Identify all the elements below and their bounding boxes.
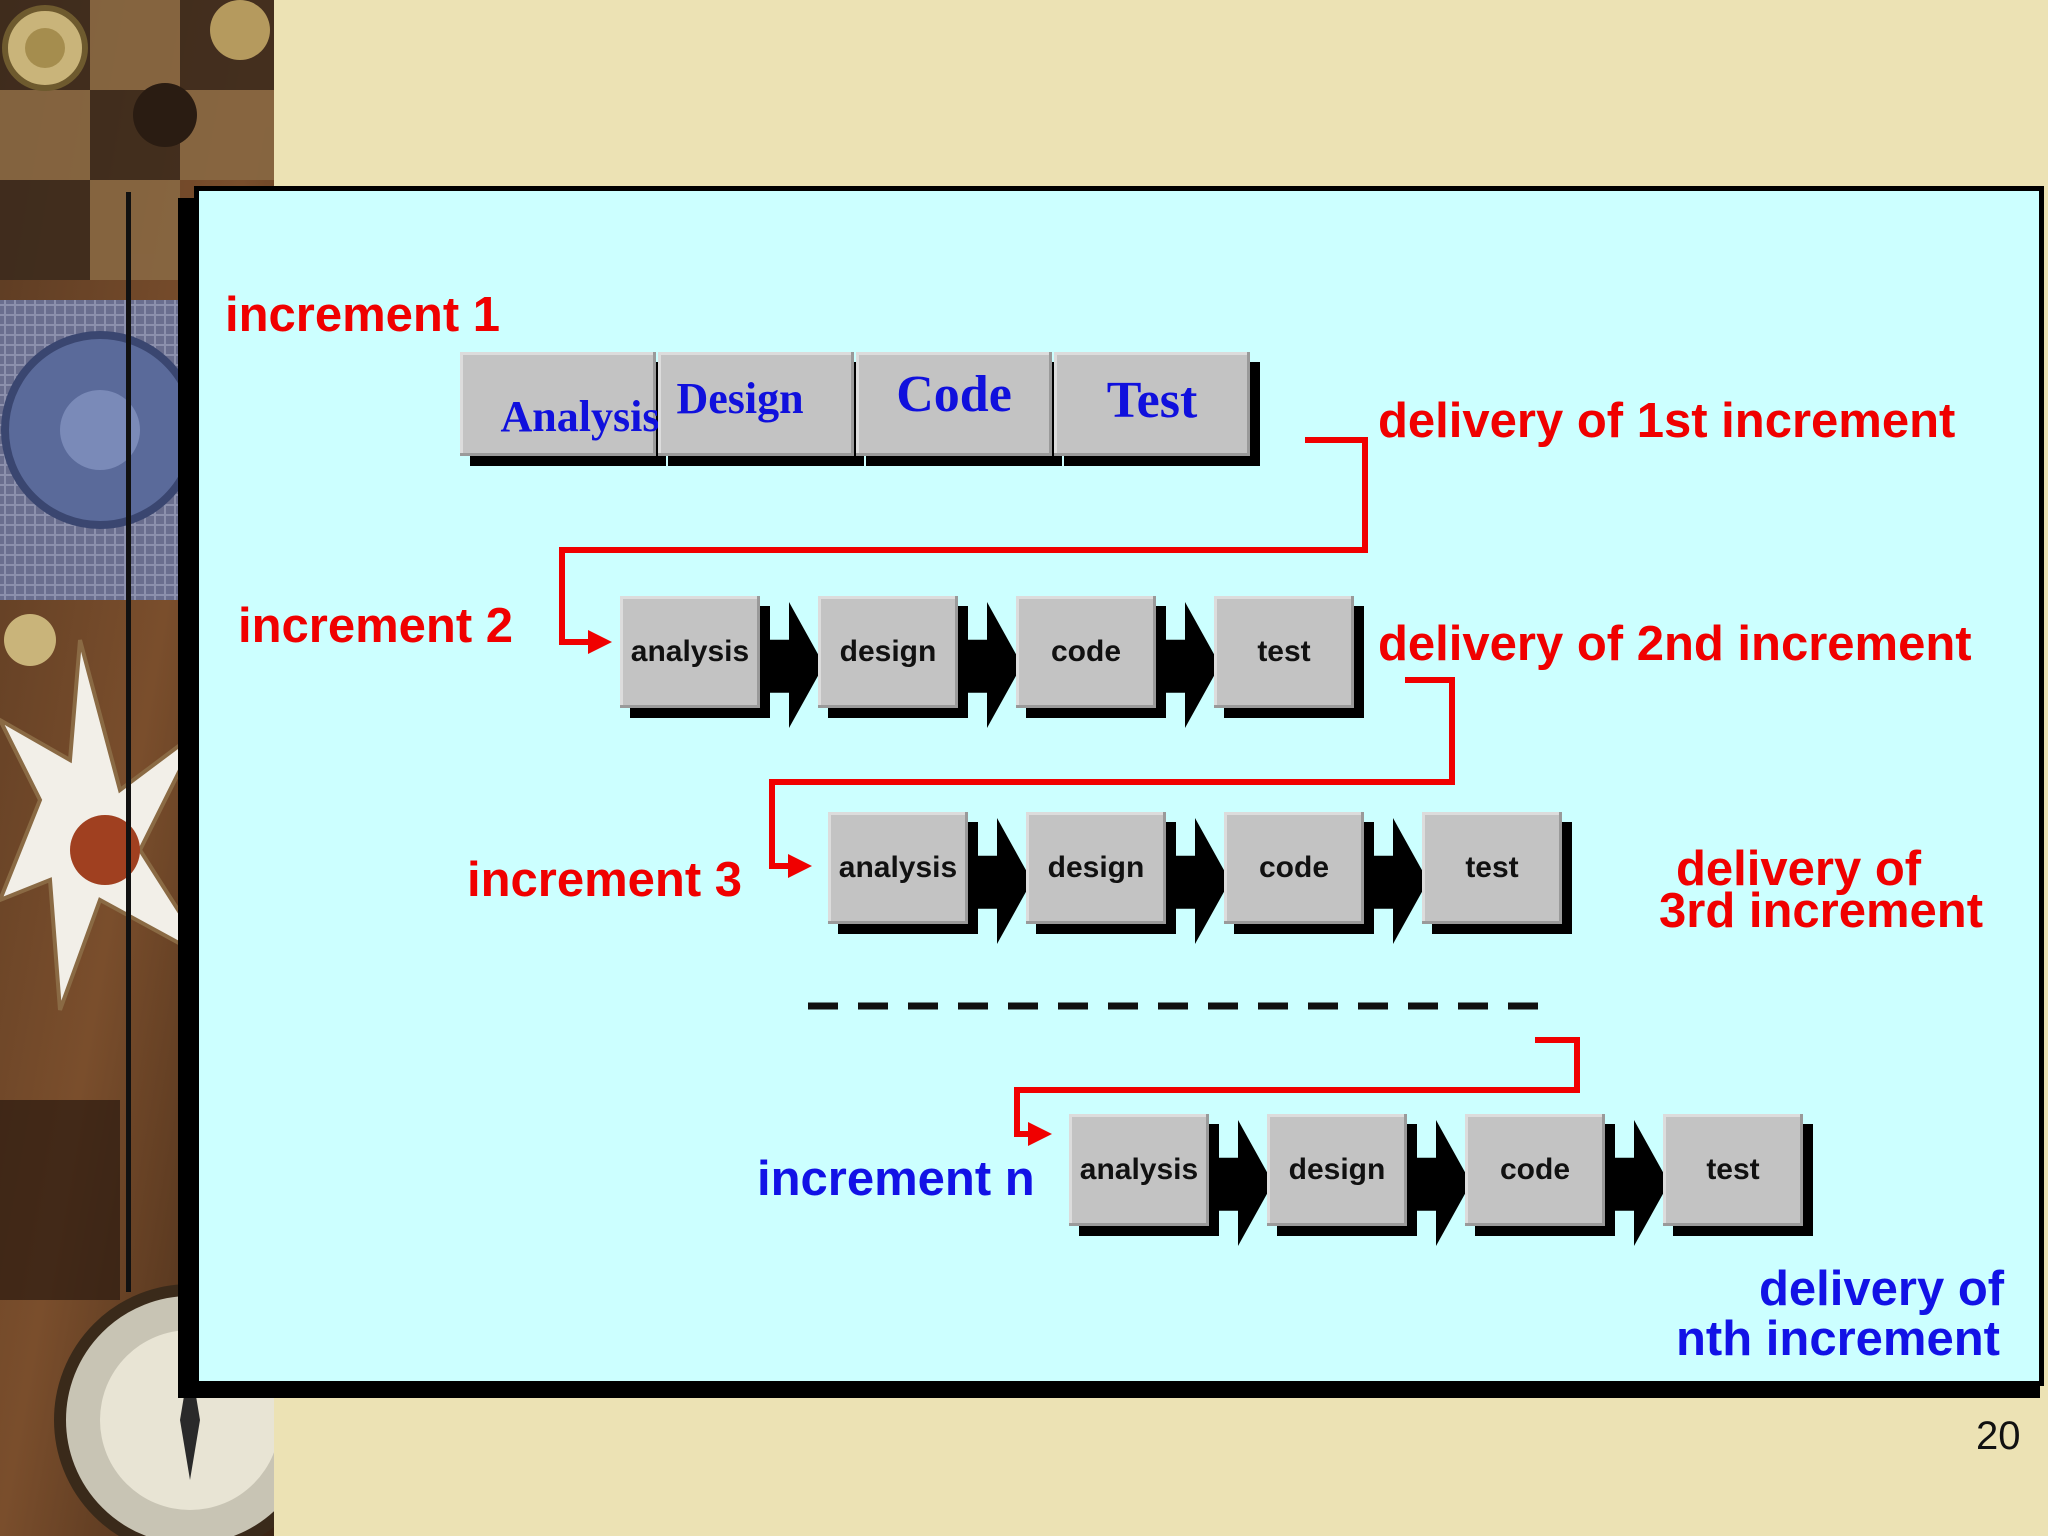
step-box-face: design [1267,1114,1407,1226]
arrowhead-increment-3 [788,854,812,878]
connector-3-to-n [1014,1037,1580,1137]
step-label-test: test [1465,851,1519,884]
increment-2-label: increment 2 [238,599,514,653]
step-arrow [1164,602,1220,728]
step-arrow-shape [1217,1120,1273,1246]
step-box-face: test [1214,596,1354,708]
step-box-code: code [1224,812,1374,934]
page-number: 20 [1976,1414,2021,1458]
step-box-design: design [1267,1114,1417,1236]
step-label-design: design [1047,851,1145,884]
step-label-analysis: analysis [1079,1153,1199,1186]
step-label-code: code [1499,1153,1571,1186]
step-arrow-shape [1164,602,1220,728]
left-rule [126,192,131,1292]
step-box-test: test [1422,812,1572,934]
step-box-face: analysis [620,596,760,708]
step-box-analysis: analysis [828,812,978,934]
step-box-face: analysis [1069,1114,1209,1226]
step-box-face: code [1465,1114,1605,1226]
delivery-nth-label-line2: nth increment [1676,1312,2000,1366]
step-label-design: Design [676,373,804,423]
increment-3-label: increment 3 [467,853,743,907]
step-arrow [1613,1120,1669,1246]
step-arrow [976,818,1032,944]
step-box-code: Code [856,352,1062,466]
delivery-3rd-label-line2: 3rd increment [1659,884,1984,938]
connector-1-to-2 [559,437,1368,645]
step-label-analysis: analysis [630,635,750,668]
step-box-design: design [1026,812,1176,934]
step-box-face: Design [658,352,854,456]
delivery-1st-label: delivery of 1st increment [1378,394,1956,448]
step-box-design: Design [658,352,864,466]
step-label-code: code [1050,635,1122,668]
increment-n-label: increment n [757,1152,1035,1206]
step-box-test: test [1663,1114,1813,1236]
step-box-test: Test [1054,352,1260,466]
step-box-design: design [818,596,968,718]
step-label-test: Test [1106,371,1198,429]
step-box-analysis: analysis [1069,1114,1219,1236]
step-arrow-shape [966,602,1022,728]
arrowhead-increment-2 [588,630,612,654]
step-box-code: code [1465,1114,1615,1236]
step-box-face: code [1224,812,1364,924]
step-arrow [966,602,1022,728]
step-box-face: design [818,596,958,708]
step-arrow-shape [1415,1120,1471,1246]
step-label-analysis: Analysis [500,391,660,441]
delivery-nth-label-line1: delivery of [1759,1262,2005,1316]
step-arrow [1174,818,1230,944]
step-arrow [1415,1120,1471,1246]
step-box-face: design [1026,812,1166,924]
step-arrow-shape [768,602,824,728]
delivery-3rd-label-line1: delivery of [1676,842,1922,896]
step-arrow-shape [1613,1120,1669,1246]
step-arrow-shape [1372,818,1428,944]
arrowhead-increment-n [1028,1122,1052,1146]
step-label-code: code [1258,851,1330,884]
step-box-test: test [1214,596,1364,718]
step-box-face: analysis [828,812,968,924]
step-box-face: Code [856,352,1052,456]
step-box-analysis: Analysis [460,352,666,466]
increment-1-label: increment 1 [225,288,501,342]
step-label-analysis: analysis [838,851,958,884]
step-label-test: test [1706,1153,1760,1186]
step-arrow [1372,818,1428,944]
step-arrow [768,602,824,728]
step-label-test: test [1257,635,1311,668]
step-box-face: Analysis [460,352,659,456]
step-label-design: design [1288,1153,1386,1186]
step-box-analysis: analysis [620,596,770,718]
step-box-code: code [1016,596,1166,718]
connector-2-to-3 [769,677,1455,869]
step-box-face: Test [1054,352,1250,456]
step-box-face: code [1016,596,1156,708]
step-arrow-shape [1174,818,1230,944]
step-box-face: test [1422,812,1562,924]
step-box-face: test [1663,1114,1803,1226]
step-label-code: Code [896,365,1012,423]
step-label-design: design [839,635,937,668]
step-arrow-shape [976,818,1032,944]
step-arrow [1217,1120,1273,1246]
delivery-2nd-label: delivery of 2nd increment [1378,617,1972,671]
